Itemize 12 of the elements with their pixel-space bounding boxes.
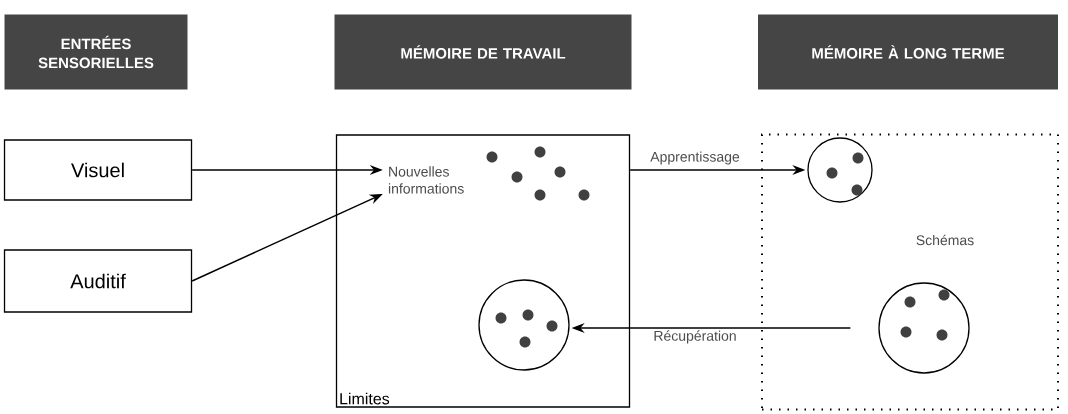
column-header: ENTRÉES SENSORIELLES bbox=[4, 14, 188, 90]
dots-circle bbox=[807, 137, 873, 203]
input-box: Visuel bbox=[3, 139, 193, 201]
node-text: Nouvelles informations bbox=[388, 166, 464, 194]
edge-label: Récupération bbox=[652, 329, 738, 345]
dots-circle bbox=[478, 279, 570, 371]
memory-box: Schémas bbox=[761, 133, 1059, 411]
dots-circle bbox=[878, 282, 970, 374]
column-header: MÉMOIRE DE TRAVAIL bbox=[334, 14, 632, 90]
edge-label: Apprentissage bbox=[649, 150, 741, 166]
column-header: MÉMOIRE À LONG TERME bbox=[758, 14, 1058, 90]
input-box: Auditif bbox=[3, 249, 193, 313]
